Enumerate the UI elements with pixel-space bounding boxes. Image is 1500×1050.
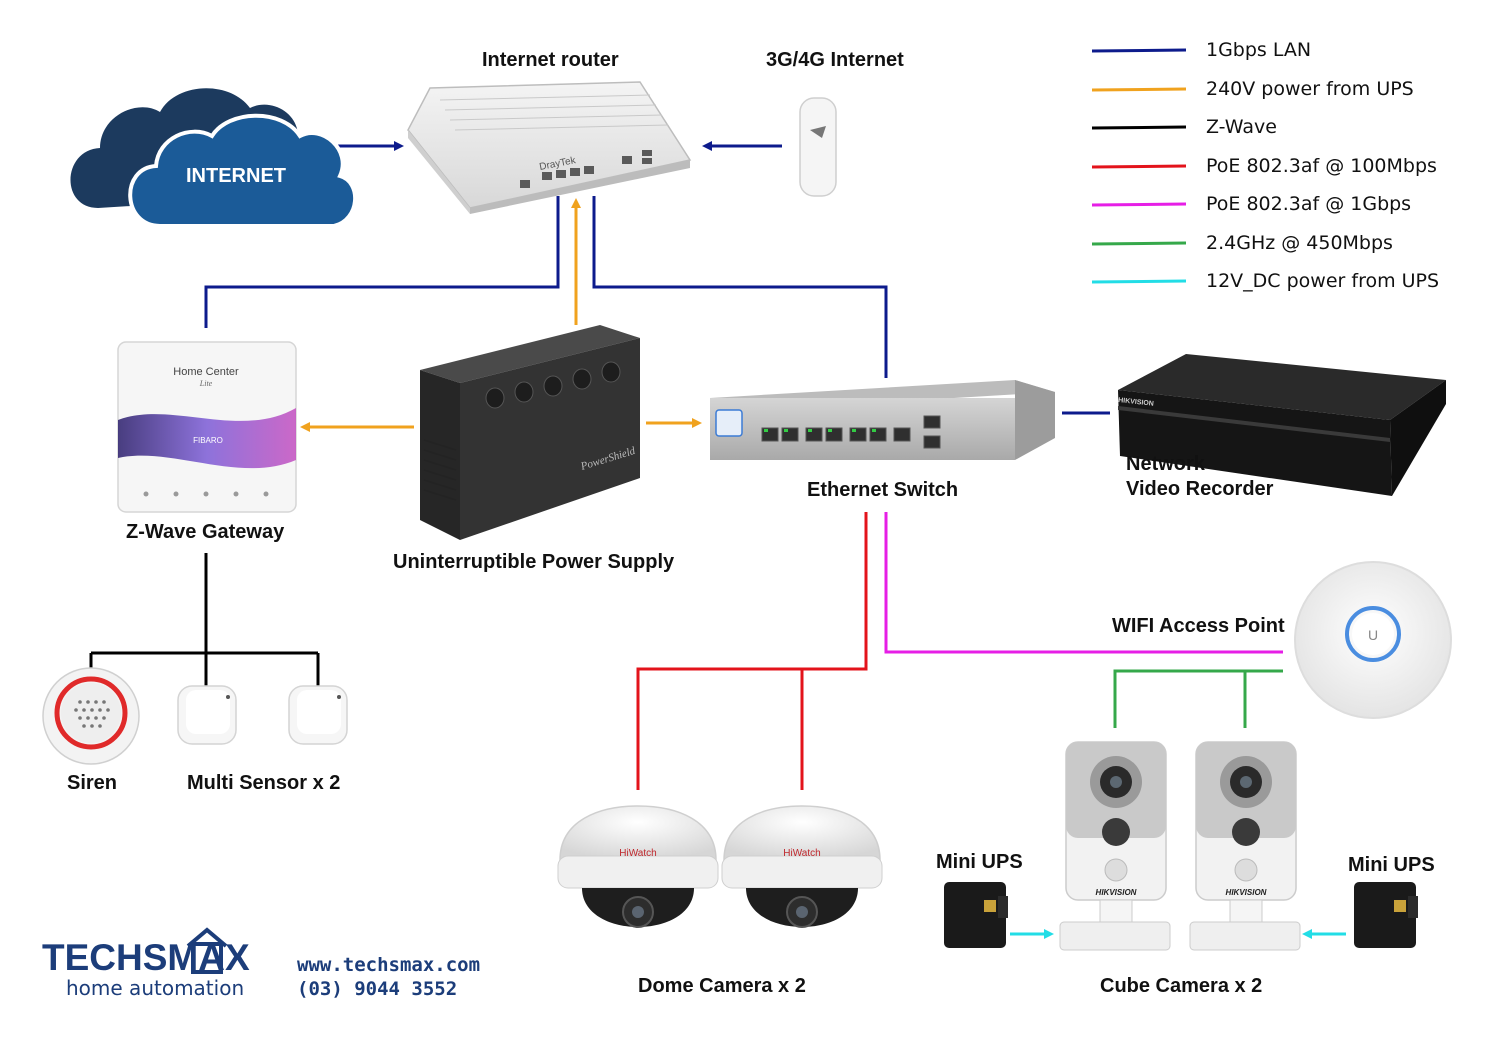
legend-swatch — [1091, 202, 1187, 207]
gateway-brand: FIBARO — [193, 436, 223, 445]
multi-sensor-icon — [177, 685, 237, 745]
legend-item-label: 2.4GHz @ 450Mbps — [1206, 232, 1393, 254]
arrow-head — [702, 141, 712, 151]
legend-swatch — [1091, 87, 1187, 92]
lan-router-switch — [592, 196, 888, 378]
legend-swatch — [1091, 241, 1187, 246]
legend-item-label: PoE 802.3af @ 100Mbps — [1206, 155, 1437, 177]
legend-item-label: PoE 802.3af @ 1Gbps — [1206, 193, 1412, 215]
internet-label: INTERNET — [186, 165, 286, 187]
arrow-head — [692, 418, 702, 428]
usb-modem-icon — [799, 97, 837, 197]
multi-sensor-icon — [288, 685, 348, 745]
nvr-brand: HIKVISION — [1118, 397, 1154, 408]
mini-ups-right-label: Mini UPS — [1348, 854, 1435, 876]
legend-swatch — [1091, 279, 1187, 284]
nvr-label-line2: Video Recorder — [1126, 478, 1274, 500]
legend-item-label: 1Gbps LAN — [1206, 39, 1312, 61]
dome-camera-icon — [721, 805, 883, 928]
legend-item-label: 240V power from UPS — [1206, 78, 1414, 100]
cube-label: Cube Camera x 2 — [1100, 975, 1263, 997]
internet-cloud-icon — [70, 88, 357, 228]
legend-swatch — [1091, 164, 1187, 169]
legend — [1091, 48, 1187, 284]
svg-text:U: U — [1368, 627, 1378, 643]
router-icon — [407, 81, 692, 214]
ups-label: Uninterruptible Power Supply — [393, 551, 675, 573]
zwave-connections — [89, 553, 320, 686]
zwave-gateway-icon — [117, 341, 297, 513]
modem-label: 3G/4G Internet — [766, 49, 904, 71]
nvr-icon — [1118, 354, 1446, 496]
wifi-connections — [1113, 669, 1283, 728]
arrow-head — [300, 422, 310, 432]
siren-label: Siren — [67, 772, 118, 794]
ap-label: WIFI Access Point — [1112, 615, 1285, 637]
brand-tagline: home automation — [66, 976, 245, 1000]
phone-number: (03) 9044 3552 — [297, 978, 458, 1000]
legend-item-label: 12V_DC power from UPS — [1206, 270, 1440, 292]
poe-connections — [636, 512, 1283, 790]
arrow-head — [394, 141, 404, 151]
cube-brand: HIKVISION — [1096, 888, 1137, 897]
dc-connections — [1010, 929, 1346, 939]
legend-swatch — [1091, 125, 1187, 130]
poe-1g-ap — [884, 512, 1283, 654]
nvr-label-line1: Network — [1126, 453, 1205, 475]
mini-ups-icon — [1354, 882, 1418, 948]
switch-label: Ethernet Switch — [807, 479, 959, 501]
gateway-label: Z-Wave Gateway — [126, 521, 285, 543]
legend-swatch — [1091, 48, 1187, 53]
lan-connections — [204, 141, 1110, 415]
lan-router-gateway — [204, 196, 560, 328]
ethernet-switch-icon — [710, 380, 1055, 460]
poe-100-cameras — [636, 512, 868, 790]
arrow-head — [571, 198, 581, 208]
wifi-access-point-icon: U — [1294, 561, 1452, 719]
cube-camera-icon — [1059, 741, 1171, 951]
website-link[interactable]: www.techsmax.com — [297, 954, 481, 976]
legend-item-label: Z-Wave — [1206, 116, 1277, 138]
router-label: Internet router — [482, 49, 619, 71]
power-connections — [300, 198, 702, 432]
brand-logo-icon — [186, 927, 228, 974]
sensor-label: Multi Sensor x 2 — [187, 772, 341, 794]
dome-label: Dome Camera x 2 — [638, 975, 806, 997]
mini-ups-left-label: Mini UPS — [936, 851, 1023, 873]
cube-brand: HIKVISION — [1226, 888, 1267, 897]
brand-name: TECHSMAX — [42, 937, 250, 978]
gateway-screen-sub: Lite — [199, 379, 213, 388]
gateway-screen-title: Home Center — [173, 366, 239, 378]
mini-ups-icon — [944, 882, 1008, 948]
dome-brand: HiWatch — [619, 848, 656, 859]
dome-brand: HiWatch — [783, 848, 820, 859]
cube-camera-icon — [1189, 741, 1301, 951]
siren-icon — [42, 667, 140, 765]
ups-icon — [420, 325, 640, 540]
dome-camera-icon — [557, 805, 719, 928]
